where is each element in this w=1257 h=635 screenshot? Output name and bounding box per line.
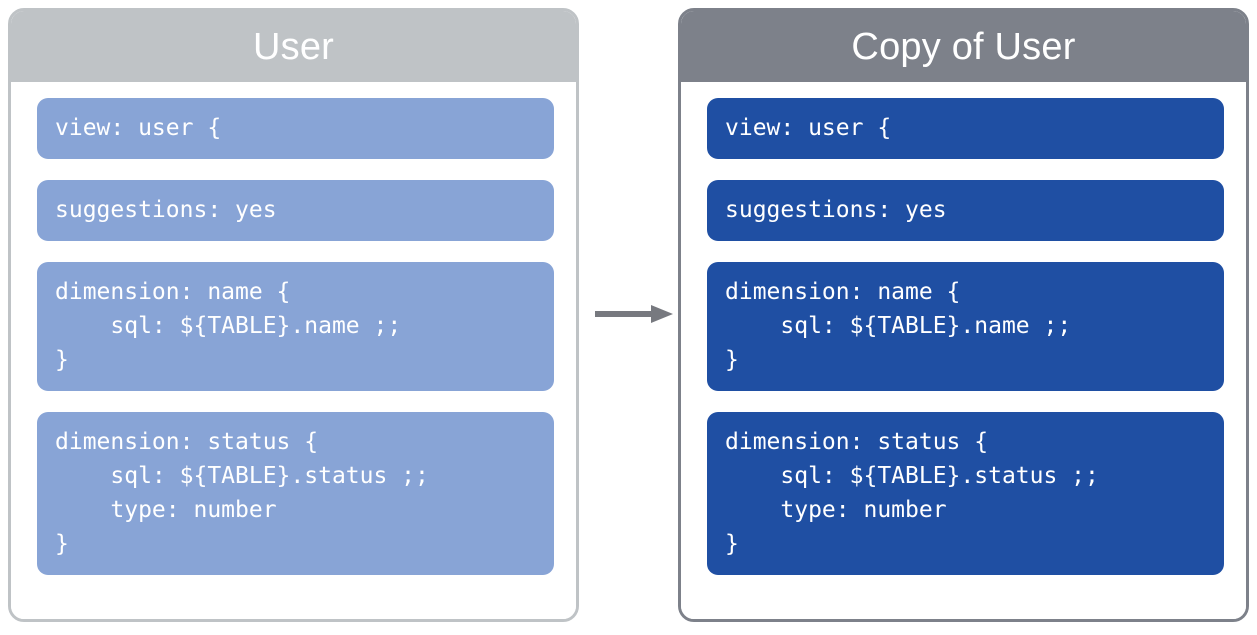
- copy-block-view-declaration: view: user {: [707, 98, 1224, 159]
- source-panel: User view: user { suggestions: yes dimen…: [8, 8, 579, 622]
- copy-block-suggestions-parameter: suggestions: yes: [707, 180, 1224, 241]
- copy-panel: Copy of User view: user { suggestions: y…: [678, 8, 1249, 622]
- source-block-suggestions-parameter: suggestions: yes: [37, 180, 554, 241]
- source-block-dimension-name: dimension: name { sql: ${TABLE}.name ;; …: [37, 262, 554, 391]
- source-block-dimension-status: dimension: status { sql: ${TABLE}.status…: [37, 412, 554, 575]
- copy-arrow: [595, 305, 673, 323]
- source-panel-body: view: user { suggestions: yes dimension:…: [11, 82, 576, 619]
- source-block-view-declaration: view: user {: [37, 98, 554, 159]
- arrow-icon: [595, 305, 673, 323]
- copy-block-dimension-name: dimension: name { sql: ${TABLE}.name ;; …: [707, 262, 1224, 391]
- copy-panel-title: Copy of User: [681, 11, 1246, 82]
- copy-panel-body: view: user { suggestions: yes dimension:…: [681, 82, 1246, 619]
- copy-block-dimension-status: dimension: status { sql: ${TABLE}.status…: [707, 412, 1224, 575]
- source-panel-title: User: [11, 11, 576, 82]
